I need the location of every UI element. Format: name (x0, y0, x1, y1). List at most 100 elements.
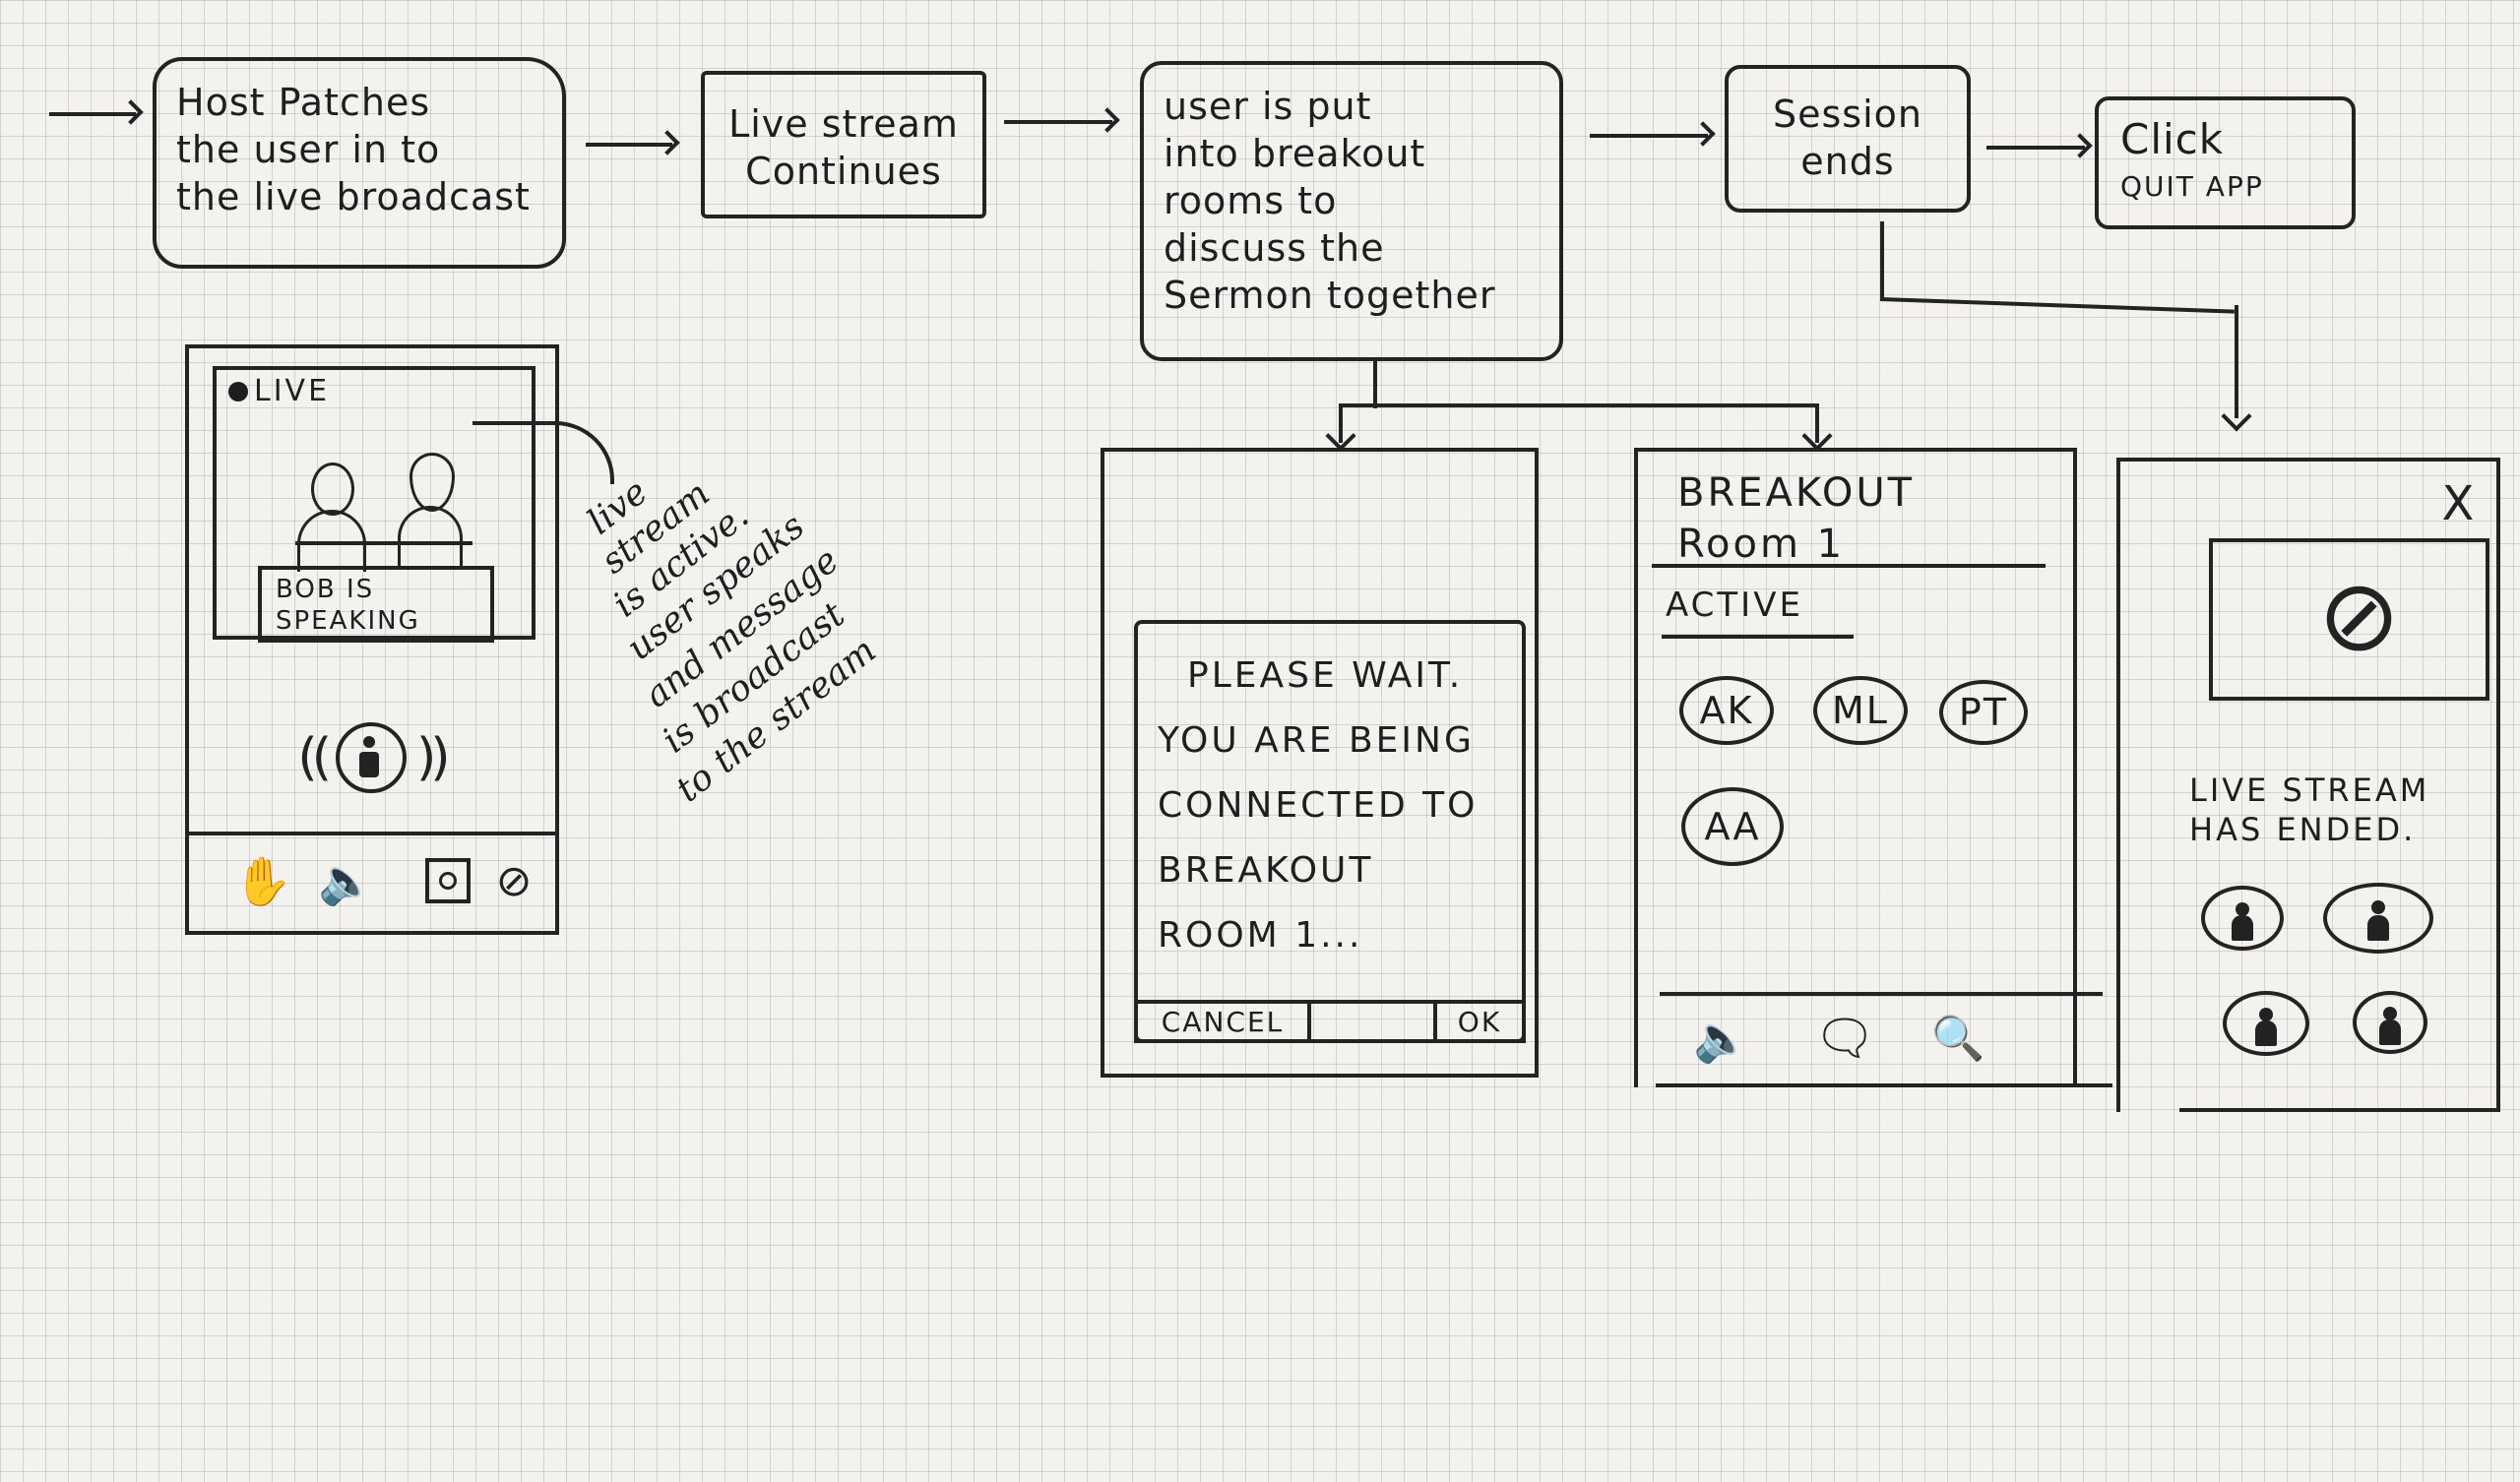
flow-step-text: Sermon together (1164, 274, 1496, 317)
user-avatar (2353, 991, 2427, 1054)
no-stream-icon: ⊘ (2317, 557, 2401, 673)
branch-connector (1373, 361, 1377, 408)
speaking-indicator-icon: (( )) (287, 718, 455, 797)
dialog-text: BREAKOUT (1158, 850, 1374, 891)
flow-step-text: into breakout (1164, 132, 1426, 175)
flow-step-text: user is put (1164, 85, 1372, 128)
flow-step-text: rooms to (1164, 179, 1338, 222)
branch-connector (1339, 403, 1343, 443)
dialog-text: CONNECTED TO (1158, 785, 1479, 826)
flow-step-breakout-rooms: user is put into breakout rooms to discu… (1140, 61, 1563, 361)
speaker-icon[interactable]: 🔈 (318, 853, 375, 907)
cancel-button[interactable]: CANCEL (1134, 1000, 1311, 1043)
arrow-down-icon (1325, 420, 1356, 452)
caption-text: SPEAKING (276, 606, 420, 636)
ended-message: LIVE STREAM HAS ENDED. (2189, 771, 2429, 849)
live-badge: LIVE (228, 374, 330, 408)
arrow-down-icon (1801, 420, 1833, 452)
room-title-text: Room 1 (1677, 522, 1846, 567)
caption-text: BOB IS (276, 575, 375, 604)
ended-message-text: HAS ENDED. (2189, 811, 2417, 848)
phone-bottom-edge (1656, 1083, 2112, 1087)
screen-connecting: PLEASE WAIT. YOU ARE BEING CONNECTED TO … (1101, 448, 1539, 1078)
dialog-message: PLEASE WAIT. YOU ARE BEING CONNECTED TO … (1158, 644, 1510, 968)
flow-arrow-2-3 (1004, 120, 1112, 124)
screen-stream-ended: X ⊘ LIVE STREAM HAS ENDED. (2116, 458, 2500, 1112)
participant-avatar[interactable]: AA (1681, 787, 1784, 866)
participant-initials: PT (1958, 691, 2009, 734)
phone-top-edge (185, 344, 559, 348)
toolbar-divider (185, 832, 559, 835)
ended-message-text: LIVE STREAM (2189, 772, 2430, 809)
flow-step-text: the live broadcast (176, 175, 531, 218)
room-title: BREAKOUT Room 1 (1677, 467, 1915, 570)
phone-top-edge (2116, 458, 2500, 462)
phone-top-edge (1634, 448, 2077, 452)
cancel-button-label: CANCEL (1161, 1005, 1285, 1038)
flow-step-text: the user in to (176, 128, 441, 171)
flow-step-live-stream-continues: Live stream Continues (701, 71, 986, 218)
live-dot-icon (228, 381, 248, 401)
dialog-text: ROOM 1... (1158, 915, 1363, 956)
flow-step-text: Host Patches (176, 81, 431, 124)
active-underline (1662, 635, 1854, 639)
camera-icon[interactable] (425, 858, 471, 903)
toolbar-divider (1660, 992, 2103, 996)
flow-step-text: Continues (745, 150, 942, 193)
participant-avatar[interactable]: ML (1813, 676, 1908, 745)
raise-hand-icon[interactable]: ✋ (233, 853, 292, 909)
phone-bottom-edge (2179, 1108, 2500, 1112)
flow-step-text: Session (1773, 93, 1922, 136)
flow-step-text: QUIT APP (2120, 170, 2264, 203)
annotation-arrow (472, 421, 614, 484)
participant-initials: AK (1699, 689, 1754, 732)
flow-step-text: discuss the (1164, 226, 1385, 270)
end-icon[interactable]: ⊘ (495, 855, 533, 906)
speaker-figure (297, 463, 366, 572)
branch-connector (1815, 403, 1819, 443)
end-connector (1879, 297, 2235, 314)
speaker-icon[interactable]: 🔈 (1693, 1011, 1750, 1065)
participant-avatar[interactable]: PT (1939, 680, 2028, 745)
connecting-dialog: PLEASE WAIT. YOU ARE BEING CONNECTED TO … (1134, 620, 1526, 1043)
user-avatar (2323, 883, 2433, 954)
user-avatar (2201, 886, 2284, 951)
ok-button[interactable]: OK (1433, 1000, 1526, 1043)
button-bar (1307, 1000, 1437, 1043)
dialog-text: PLEASE WAIT. (1187, 655, 1464, 696)
search-icon[interactable]: 🔍 (1930, 1014, 1985, 1064)
phone-bottom-edge (1101, 1074, 1539, 1078)
active-label-text: ACTIVE (1666, 586, 1803, 625)
flow-step-text: Live stream (728, 102, 959, 146)
flow-step-text: Click (2120, 115, 2225, 163)
close-button[interactable]: X (2433, 476, 2483, 531)
header-divider (1652, 564, 2046, 568)
ok-button-label: OK (1457, 1005, 1502, 1038)
flow-arrow-1-2 (586, 143, 672, 147)
dialog-text: YOU ARE BEING (1158, 720, 1475, 761)
room-title-text: BREAKOUT (1677, 470, 1916, 516)
flow-step-text: ends (1800, 140, 1895, 183)
podium-line (295, 541, 472, 545)
end-connector (1880, 221, 1884, 300)
phone-top-edge (1101, 448, 1539, 452)
close-icon: X (2441, 476, 2475, 531)
screen-breakout-room: BREAKOUT Room 1 ACTIVE AK ML PT AA 🔈 🗨 🔍 (1634, 448, 2112, 1087)
participant-initials: ML (1832, 689, 1889, 732)
arrow-down-icon (2221, 401, 2252, 432)
branch-connector (1339, 403, 1819, 407)
flow-arrow-3-4 (1590, 134, 1708, 138)
speaker-caption: BOB IS SPEAKING (258, 566, 494, 643)
flow-arrow-4-5 (1986, 146, 2085, 150)
phone-bottom-edge (185, 931, 559, 935)
entry-arrow (49, 112, 136, 116)
video-frame (213, 366, 536, 640)
ended-video-frame (2209, 538, 2489, 701)
live-label: LIVE (254, 374, 331, 408)
screen-live-stream: LIVE BOB IS SPEAKING (( )) ✋ 🔈 ⊘ (185, 344, 559, 935)
chat-icon[interactable]: 🗨 (1813, 1009, 1876, 1067)
flow-step-session-ends: Session ends (1725, 65, 1971, 213)
flow-step-host-patches: Host Patches the user in to the live bro… (153, 57, 566, 269)
participant-avatar[interactable]: AK (1679, 676, 1774, 745)
flow-step-click-quit-app: Click QUIT APP (2095, 96, 2356, 229)
